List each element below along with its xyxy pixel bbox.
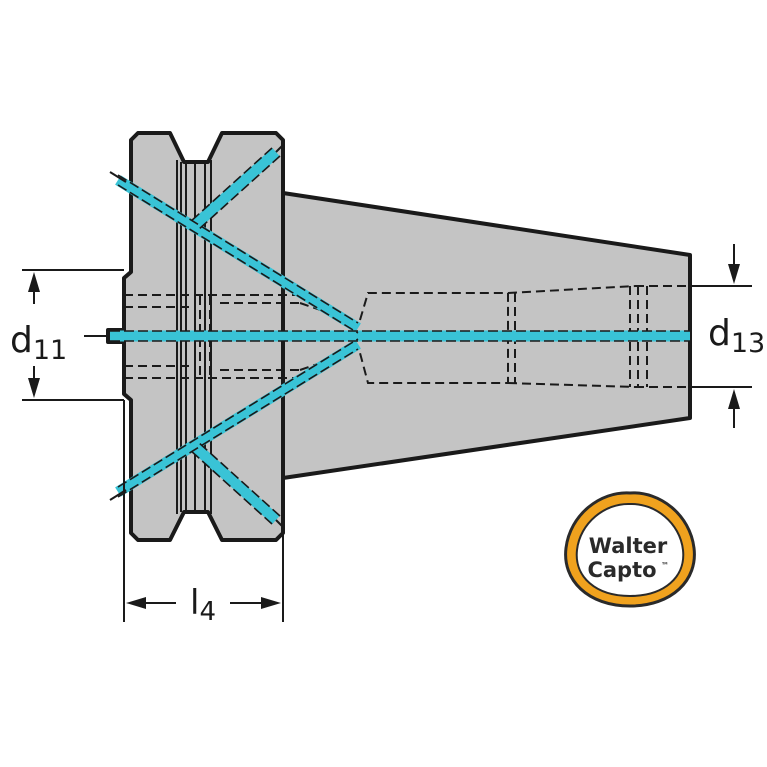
coolant-centerlines bbox=[110, 147, 690, 525]
d11-label: d11 bbox=[10, 320, 67, 366]
d13-label: d13 bbox=[708, 313, 765, 359]
logo-trademark: ™ bbox=[661, 561, 669, 570]
logo-line1: Walter bbox=[589, 534, 668, 558]
l4-symbol: l bbox=[190, 583, 199, 623]
dimension-l4 bbox=[123, 400, 284, 622]
d11-subscript: 11 bbox=[33, 335, 67, 366]
walter-capto-logo: Walter Capto ™ bbox=[564, 491, 696, 608]
logo-inner-field bbox=[575, 502, 685, 598]
coolant-channels bbox=[110, 147, 690, 525]
d11-symbol: d bbox=[10, 320, 33, 361]
dimension-d11 bbox=[22, 269, 124, 401]
l4-subscript: 4 bbox=[199, 597, 216, 627]
logo-line2: Capto bbox=[587, 558, 656, 582]
l4-label: l4 bbox=[190, 583, 216, 627]
dimension-d13 bbox=[690, 244, 752, 428]
d13-symbol: d bbox=[708, 313, 731, 354]
d13-subscript: 13 bbox=[731, 328, 765, 359]
